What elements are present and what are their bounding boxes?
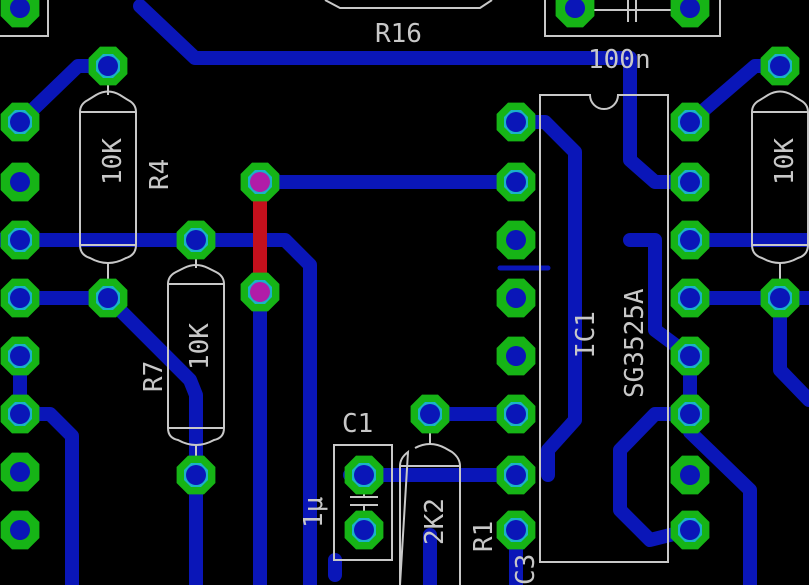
label-r16: R16	[375, 19, 422, 49]
pad-hole-left-6	[10, 346, 30, 366]
pad-hole-left-4	[10, 230, 30, 250]
label-ic1-part: SG3525A	[620, 288, 650, 398]
pad-hole-ic-pin6	[506, 404, 526, 424]
label-c3-partial: C3	[511, 554, 541, 585]
pad-hole-left-8	[10, 462, 30, 482]
pad-hole-ic-pin12	[680, 346, 700, 366]
pad-hole-r7-a	[186, 230, 206, 250]
pad-hole-ic-pin15	[680, 172, 700, 192]
label-r4-value: 10K	[98, 138, 128, 185]
pad-hole-ic-pin13	[680, 288, 700, 308]
via-top	[253, 175, 267, 189]
silk-labels: R16 100n R4 10K R7 10K 10K IC1 SG3525A C…	[98, 19, 800, 585]
label-c1: C1	[342, 409, 373, 439]
label-r4: R4	[145, 159, 175, 190]
label-r7-value: 10K	[185, 323, 215, 370]
label-r1-value: 2K2	[420, 498, 450, 545]
label-r1: R1	[469, 521, 499, 552]
pad-hole-left-7	[10, 404, 30, 424]
pad-hole-ic-pin9	[680, 520, 700, 540]
pad-hole-rr-b	[770, 288, 790, 308]
pad-hole-r4-b	[98, 288, 118, 308]
label-r7: R7	[139, 361, 169, 392]
pad-hole-ic-pin10	[680, 465, 700, 485]
c1-body	[333, 444, 393, 561]
label-ic1: IC1	[571, 311, 601, 358]
label-right-resistor-value: 10K	[770, 138, 800, 185]
pad-hole-ic-pin16	[680, 112, 700, 132]
pad-hole-ic-pin5	[506, 346, 526, 366]
trace-right-pin	[613, 407, 697, 547]
pad-hole-ic-pin7	[506, 465, 526, 485]
pad-hole-r1-a	[420, 404, 440, 424]
pad-hole-cap100n-a	[565, 0, 585, 18]
trace-right-r-down	[773, 291, 809, 407]
trace-left-h240	[0, 233, 317, 585]
trace-right-mid	[623, 233, 697, 363]
label-c1-value: 1μ	[299, 497, 329, 528]
pad-hole-left-2	[10, 112, 30, 132]
pad-hole-ic-pin8	[506, 520, 526, 540]
pad-hole-ic-pin3	[506, 230, 526, 250]
silk-r16-body	[324, 0, 493, 9]
pad-hole-ic-pin4	[506, 288, 526, 308]
pad-hole-r7-b	[186, 465, 206, 485]
pad-hole-r4-a	[98, 56, 118, 76]
label-100n: 100n	[588, 45, 651, 75]
pad-hole-ic-pin14	[680, 230, 700, 250]
silk-topleft-box	[0, 0, 49, 37]
trace-top-red	[253, 182, 267, 292]
via-bottom	[253, 285, 267, 299]
top-traces	[253, 182, 267, 292]
vias	[253, 175, 267, 299]
ic1-outline	[539, 94, 669, 563]
trace-top-bus	[133, 0, 637, 65]
pad-hole-left-9	[10, 520, 30, 540]
pad-hole-left-5	[10, 288, 30, 308]
pad-hole-ic-pin2	[506, 172, 526, 192]
pad-hole-left-3	[10, 172, 30, 192]
pad-hole-c1-a	[354, 465, 374, 485]
silk-cap-100n	[544, 0, 721, 37]
pad-hole-ic-pin11	[680, 404, 700, 424]
pad-hole-c1-b	[354, 520, 374, 540]
pad-hole-ic-pin1	[506, 112, 526, 132]
pad-hole-cap100n-b	[680, 0, 700, 18]
pad-hole-left-1	[10, 0, 30, 18]
pad-hole-rr-a	[770, 56, 790, 76]
right-resistor-body	[751, 90, 809, 298]
